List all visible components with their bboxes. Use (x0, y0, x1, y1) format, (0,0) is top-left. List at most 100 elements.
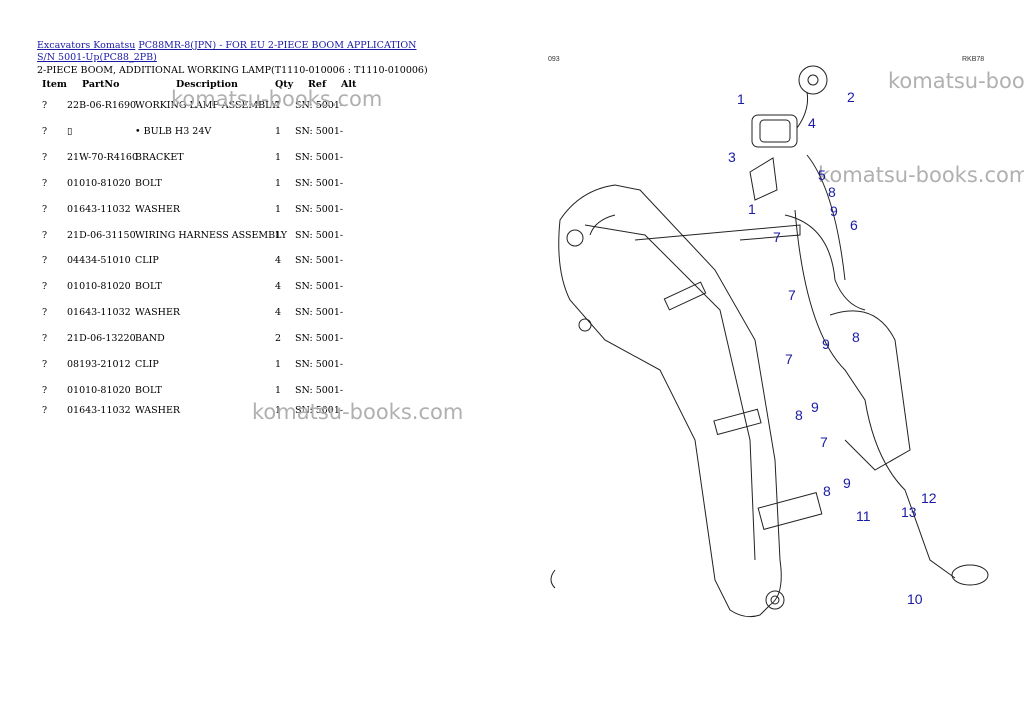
row-item: ? (42, 333, 48, 344)
diagram-callout: 8 (852, 329, 860, 345)
diagram-code-left: 093 (548, 56, 560, 63)
row-description: CLIP (135, 255, 159, 266)
row-partno: 01643-11032 (67, 307, 131, 318)
header-item: Item (42, 79, 67, 90)
diagram-callout: 9 (811, 399, 819, 415)
header-qty: Qty (275, 79, 294, 90)
row-qty: 4 (275, 255, 282, 266)
diagram-callout: 9 (830, 203, 838, 219)
row-qty: 1 (275, 405, 282, 416)
row-ref: SN: 5001- (295, 255, 344, 266)
diagram-callout: 7 (788, 287, 796, 303)
header-partno: PartNo (82, 79, 120, 90)
row-item: ? (42, 307, 48, 318)
row-description: BOLT (135, 178, 162, 189)
row-ref: SN: 5001- (295, 178, 344, 189)
diagram-code-right: RKB78 (962, 56, 984, 63)
diagram-callout: 1 (748, 201, 756, 217)
row-qty: 1 (275, 359, 282, 370)
row-description: • BULB H3 24V (135, 126, 212, 137)
diagram-callout: 8 (795, 407, 803, 423)
diagram-callout: 9 (843, 475, 851, 491)
row-item: ? (42, 359, 48, 370)
row-item: ? (42, 204, 48, 215)
page-subtitle: 2-PIECE BOOM, ADDITIONAL WORKING LAMP(T1… (37, 65, 428, 76)
header-description: Description (176, 79, 238, 90)
row-partno: 01010-81020 (67, 385, 131, 396)
diagram-callout: 7 (773, 229, 781, 245)
row-partno: 08193-21012 (67, 359, 131, 370)
row-item: ? (42, 385, 48, 396)
breadcrumb-link-category[interactable]: Excavators Komatsu (37, 40, 136, 51)
row-item: ? (42, 152, 48, 163)
diagram-callout: 1 (737, 91, 745, 107)
row-ref: SN: 5001- (295, 307, 344, 318)
header-alt: Alt (341, 79, 357, 90)
diagram-callout: 9 (822, 336, 830, 352)
diagram-callout: 7 (785, 351, 793, 367)
diagram-callout: 5 (818, 167, 826, 183)
diagram-callout: 10 (907, 591, 923, 607)
row-ref: SN: 5001- (295, 333, 344, 344)
row-ref: SN: 5001- (295, 152, 344, 163)
table-row: ? 01010-81020 BOLT 1 SN: 5001- (0, 178, 520, 190)
table-row: ? 01010-81020 BOLT 1 SN: 5001- (0, 385, 520, 397)
row-description: WASHER (135, 405, 181, 416)
row-partno: 22B-06-R1690 (67, 100, 137, 111)
diagram-callout: 11 (856, 508, 871, 524)
boom-drawing (550, 184, 823, 618)
row-partno: 21D-06-13220 (67, 333, 136, 344)
row-ref: SN: 5001- (295, 230, 344, 241)
row-description: WORKING LAMP ASSEMBLY (135, 100, 278, 111)
diagram-callout: 12 (921, 490, 937, 506)
header-ref: Ref (308, 79, 327, 90)
diagram-callout: 8 (823, 483, 831, 499)
breadcrumb-link-model[interactable]: PC88MR-8(JPN) - FOR EU 2-PIECE BOOM APPL… (37, 40, 417, 63)
row-item: ? (42, 100, 48, 111)
lamp-drawing (749, 65, 989, 586)
row-description: WIRING HARNESS ASSEMBLY (135, 230, 288, 241)
row-partno: 04434-51010 (67, 255, 131, 266)
diagram-callout: 13 (901, 504, 917, 520)
breadcrumb: Excavators Komatsu PC88MR-8(JPN) - FOR E… (37, 40, 437, 64)
row-partno: 21D-06-31150 (67, 230, 136, 241)
row-qty: 4 (275, 281, 282, 292)
row-description: BRACKET (135, 152, 184, 163)
row-ref: SN: 5001- (295, 405, 344, 416)
row-partno: ▯ (67, 126, 73, 137)
row-qty: 1 (275, 178, 282, 189)
table-row: ? 08193-21012 CLIP 1 SN: 5001- (0, 359, 520, 371)
diagram-callout: 3 (728, 149, 736, 165)
row-qty: 1 (275, 100, 282, 111)
diagram-callout: 4 (808, 115, 816, 131)
row-ref: SN: 5001- (295, 100, 344, 111)
diagram-callout: 8 (828, 184, 836, 200)
row-description: BAND (135, 333, 165, 344)
row-partno: 01643-11032 (67, 405, 131, 416)
row-item: ? (42, 178, 48, 189)
row-qty: 1 (275, 230, 282, 241)
row-partno: 01010-81020 (67, 178, 131, 189)
row-qty: 1 (275, 152, 282, 163)
row-description: BOLT (135, 281, 162, 292)
row-ref: SN: 5001- (295, 385, 344, 396)
row-qty: 4 (275, 307, 282, 318)
row-description: WASHER (135, 204, 181, 215)
row-ref: SN: 5001- (295, 204, 344, 215)
row-partno: 21W-70-R4160 (67, 152, 138, 163)
row-description: CLIP (135, 359, 159, 370)
row-item: ? (42, 405, 48, 416)
row-description: BOLT (135, 385, 162, 396)
row-qty: 1 (275, 385, 282, 396)
row-ref: SN: 5001- (295, 359, 344, 370)
row-ref: SN: 5001- (295, 126, 344, 137)
row-qty: 1 (275, 204, 282, 215)
